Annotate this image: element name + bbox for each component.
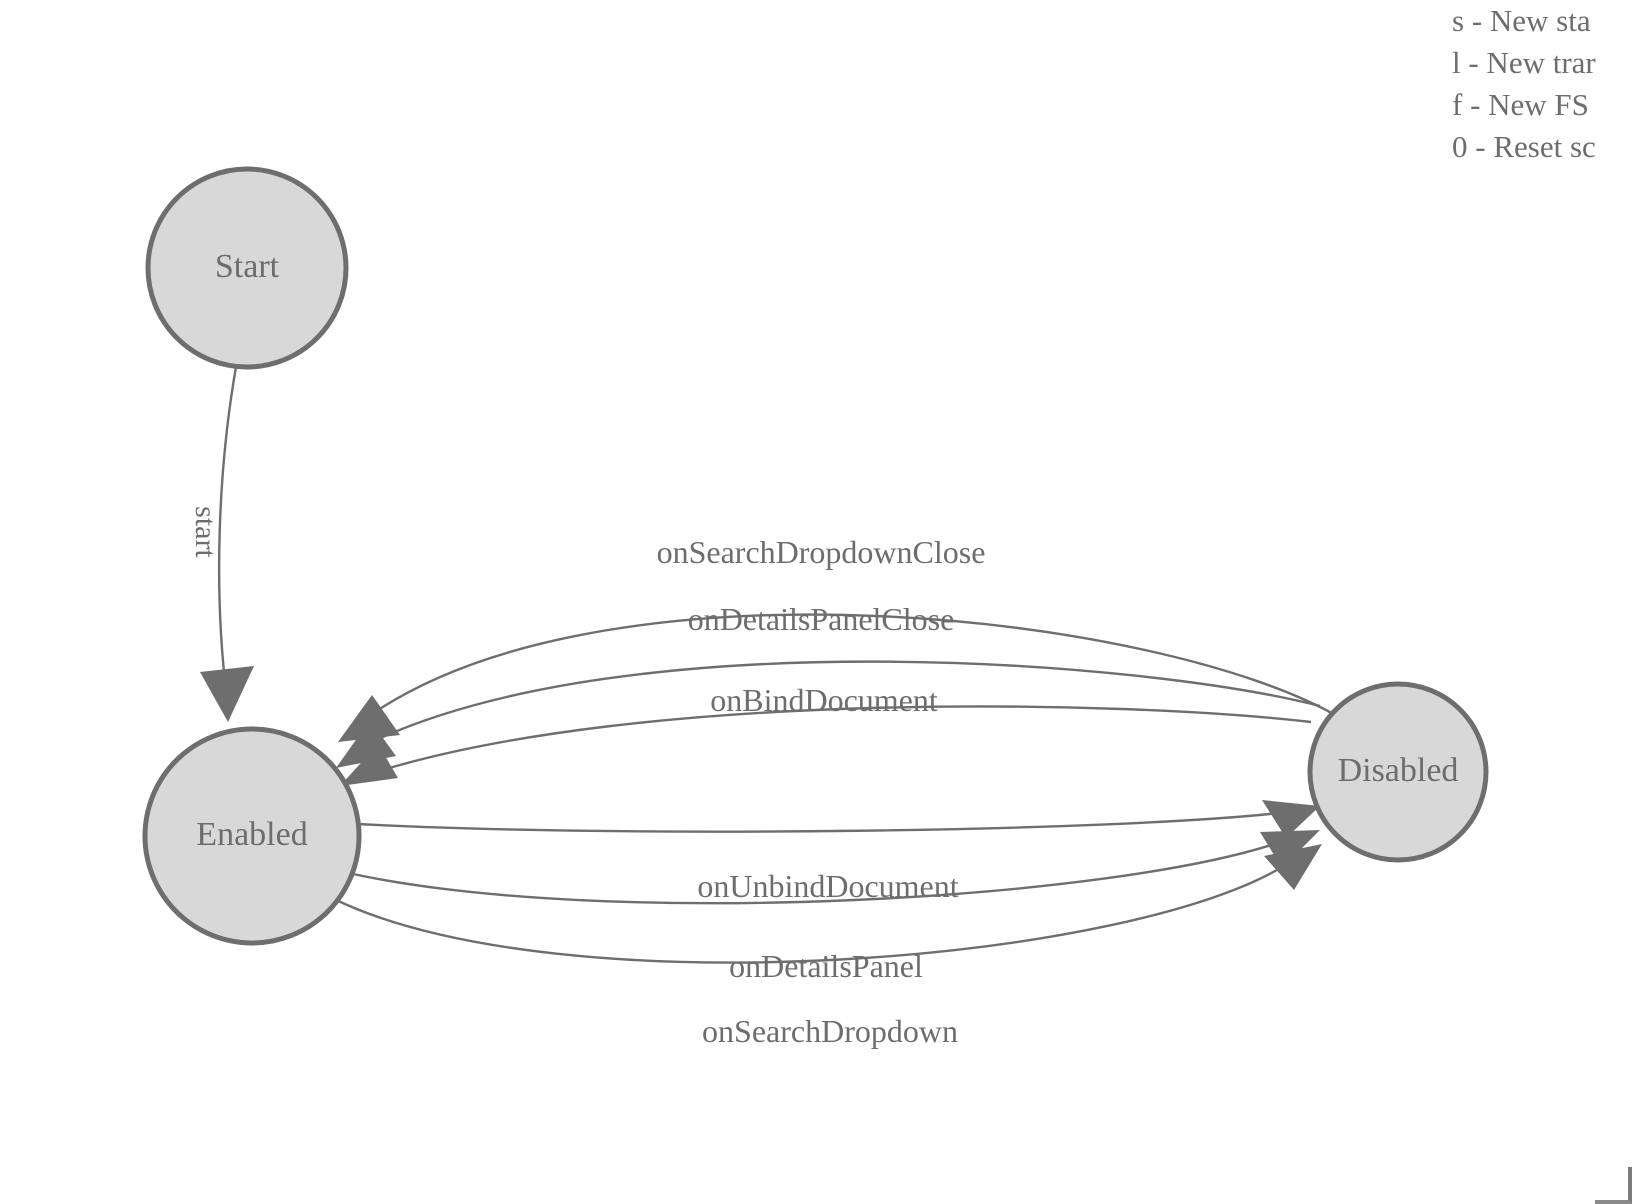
edge-path-onsearchdropdownclose (377, 613, 1338, 718)
transition-ondetailspanel[interactable] (343, 830, 1320, 905)
transition-onsearchdropdownclose[interactable] (338, 613, 1338, 742)
arrowhead-onsearchdropdown (1264, 844, 1322, 890)
state-node-start[interactable]: Start (145, 166, 349, 370)
state-circle-disabled (1307, 681, 1489, 863)
state-circle-start (145, 166, 349, 370)
edge-label-onunbinddocument: onUnbindDocument (697, 868, 958, 904)
help-line-reset: 0 - Reset sc (1452, 129, 1596, 164)
state-label-disabled: Disabled (1338, 752, 1459, 789)
transition-onsearchdropdown[interactable] (331, 844, 1322, 964)
help-line-new-transition: l - New trar (1452, 45, 1596, 80)
arrowhead-onunbinddocument (1262, 800, 1320, 838)
arrowhead-onbinddocument (340, 744, 398, 786)
state-label-enabled: Enabled (196, 816, 307, 853)
state-node-disabled[interactable]: Disabled (1307, 681, 1489, 863)
arrowhead-start-to-enabled (200, 666, 254, 722)
help-line-new-state: s - New sta (1452, 3, 1591, 38)
edge-path-onunbinddocument (357, 810, 1289, 833)
edge-label-start: start (189, 506, 222, 558)
edge-path-ondetailspanel (343, 838, 1287, 905)
edge-path-start (217, 366, 238, 691)
edge-path-onbinddocument (375, 705, 1312, 774)
edge-label-ondetailspanel: onDetailsPanel (729, 948, 923, 984)
edge-label-ondetailspanelclose: onDetailsPanelClose (688, 601, 955, 637)
edge-label-onsearchdropdownclose: onSearchDropdownClose (657, 534, 986, 570)
transition-start-to-enabled[interactable] (200, 366, 254, 722)
help-line-new-fsm: f - New FS (1452, 87, 1589, 122)
window-resize-corner[interactable] (1595, 1167, 1632, 1204)
edge-label-onbinddocument: onBindDocument (710, 682, 938, 718)
keyboard-help-overlay: s - New sta l - New trar f - New FS 0 - … (1422, 0, 1632, 168)
edge-path-onsearchdropdown (331, 861, 1291, 964)
state-label-start: Start (215, 248, 280, 285)
transition-onbinddocument[interactable] (340, 705, 1312, 786)
arrowhead-onsearchdropdownclose (338, 695, 400, 742)
transition-onunbinddocument[interactable] (357, 800, 1320, 838)
state-node-enabled[interactable]: Enabled (142, 726, 362, 946)
state-circle-enabled (142, 726, 362, 946)
edge-path-ondetailspanelclose (373, 660, 1321, 743)
arrowhead-ondetailspanel (1260, 830, 1320, 868)
edge-label-onsearchdropdown: onSearchDropdown (702, 1013, 958, 1049)
